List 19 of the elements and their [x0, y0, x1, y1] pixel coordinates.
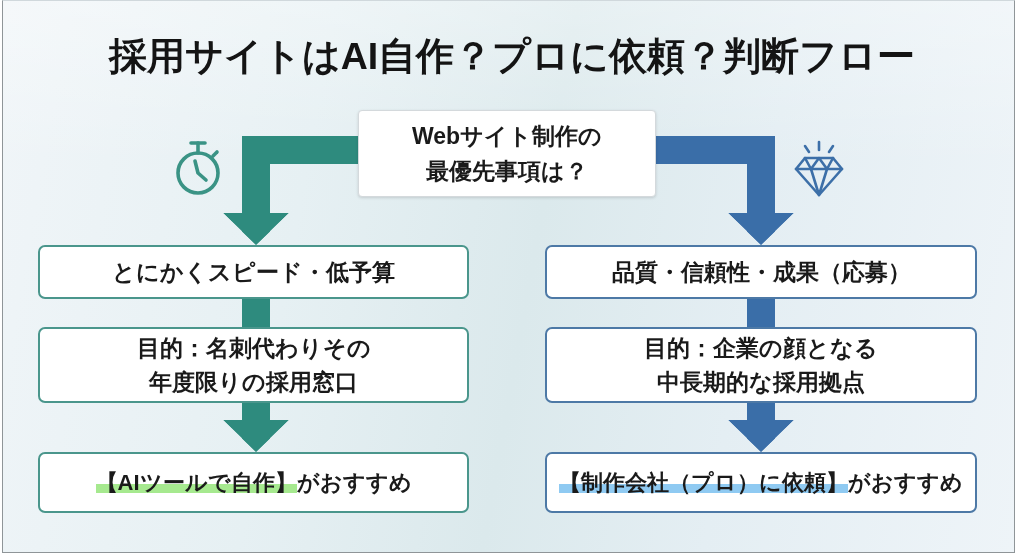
result-box [545, 452, 977, 513]
block-arrow [728, 403, 794, 452]
priority-box [38, 245, 469, 299]
block-arrow [656, 136, 794, 245]
diagram-title: 採用サイトはAI自作？プロに依頼？判断フロー [108, 34, 916, 79]
box-label: 【制作会社（プロ）に依頼】がおすすめ [559, 469, 963, 497]
question-box [358, 110, 656, 197]
box-label: とにかくスピード・低予算 [112, 257, 395, 287]
priority-box [545, 245, 977, 299]
purpose-box [545, 327, 977, 403]
box-label: 目的：名刺代わりその年度限りの採用窓口 [135, 333, 372, 397]
box-label: 品質・信頼性・成果（応募） [611, 257, 911, 287]
block-arrow [223, 403, 289, 452]
box-label: Webサイト制作の最優先事項は？ [410, 122, 604, 186]
box-label: 目的：企業の顔となる中長期的な採用拠点 [643, 333, 879, 397]
result-box [38, 452, 469, 513]
block-arrow [223, 136, 358, 245]
purpose-box [38, 327, 469, 403]
box-label: 【AIツールで自作】がおすすめ [95, 469, 412, 497]
